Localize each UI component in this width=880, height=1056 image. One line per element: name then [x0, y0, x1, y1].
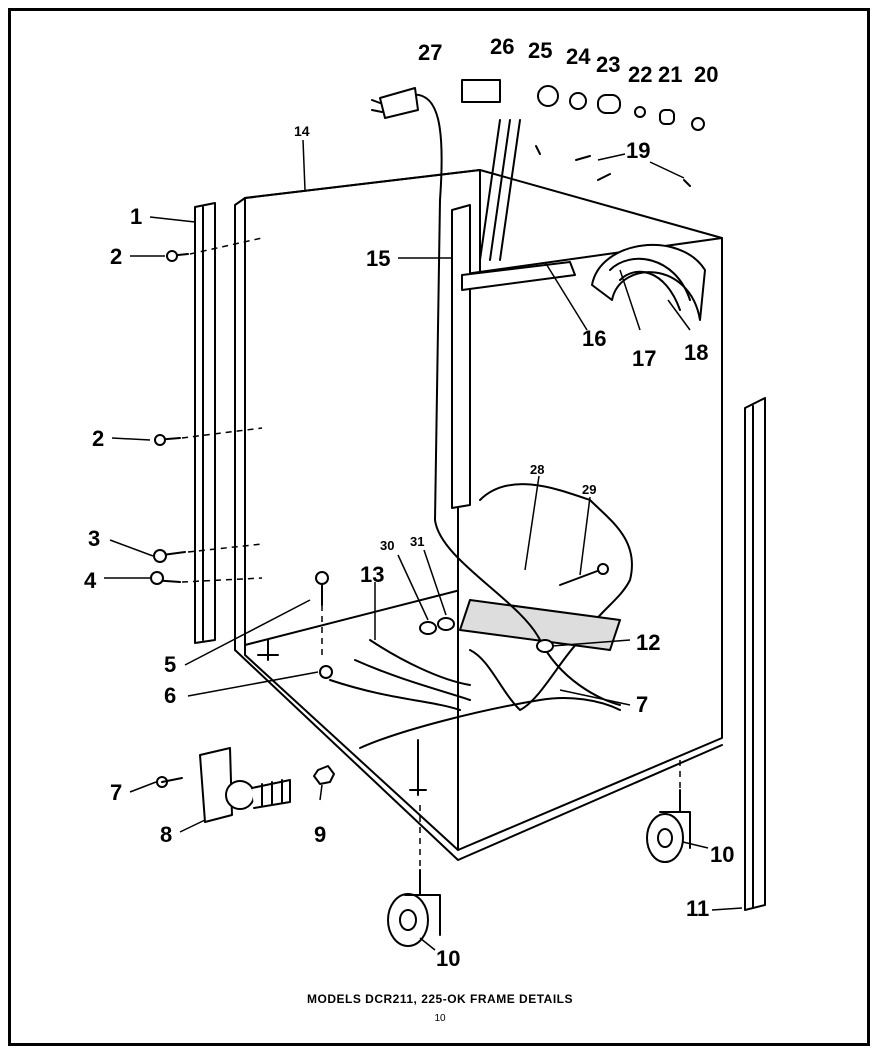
- callout-2-top: 2: [110, 244, 122, 269]
- base-channel: [459, 599, 621, 651]
- callout-28: 28: [530, 462, 544, 477]
- washer-24: [569, 92, 587, 110]
- callout-6: 6: [164, 683, 176, 708]
- grommet-25: [537, 85, 559, 107]
- callout-8: 8: [160, 822, 172, 847]
- callout-19: 19: [626, 138, 650, 163]
- washer-30: [419, 621, 437, 635]
- nut-6: [319, 665, 333, 679]
- callout-3: 3: [88, 526, 100, 551]
- callout-23: 23: [596, 52, 620, 77]
- power-cord: [409, 93, 621, 706]
- foot-rear: [257, 639, 279, 661]
- callout-30: 30: [380, 538, 394, 553]
- callout-10-bottom: 10: [436, 946, 460, 971]
- callout-5: 5: [164, 652, 176, 677]
- callout-4: 4: [84, 568, 97, 593]
- callout-7-left: 7: [110, 780, 122, 805]
- callout-15: 15: [366, 246, 390, 271]
- callout-20: 20: [694, 62, 718, 87]
- strain-relief: [461, 79, 501, 103]
- callout-9: 9: [314, 822, 326, 847]
- callout-14: 14: [294, 123, 310, 139]
- callout-11: 11: [686, 896, 709, 921]
- callout-26: 26: [490, 34, 514, 59]
- callout-2-mid: 2: [92, 426, 104, 451]
- washer-20: [691, 117, 705, 131]
- callout-25: 25: [528, 38, 552, 63]
- callout-31: 31: [410, 534, 424, 549]
- clamp-12: [536, 639, 554, 653]
- callout-13: 13: [360, 562, 384, 587]
- callout-21: 21: [658, 62, 682, 87]
- screws-19: [535, 145, 691, 187]
- washer-22: [634, 106, 646, 118]
- washer-31: [437, 617, 455, 631]
- diagram-caption: MODELS DCR211, 225-OK FRAME DETAILS: [307, 992, 573, 1006]
- caster-right: [646, 789, 691, 863]
- callout-7-right: 7: [636, 692, 648, 717]
- callout-29: 29: [582, 482, 596, 497]
- caster-bottom: [387, 869, 441, 947]
- switch-assembly: [199, 747, 291, 823]
- wire-bundle-13: [329, 639, 471, 711]
- callout-24: 24: [566, 44, 591, 69]
- nut-9: [313, 765, 335, 785]
- nut-21: [659, 109, 675, 125]
- callout-18: 18: [684, 340, 708, 365]
- callout-16: 16: [582, 326, 606, 351]
- cutaway-edge: [469, 483, 633, 711]
- cabinet-top-edge: [244, 169, 723, 239]
- side-rail-left: [194, 202, 216, 644]
- panel-16: [461, 261, 576, 291]
- callout-10-right: 10: [710, 842, 734, 867]
- callout-22: 22: [628, 62, 652, 87]
- callout-17: 17: [632, 346, 656, 371]
- bottom-cable: [359, 697, 621, 749]
- left-upright: [234, 197, 246, 651]
- callout-1: 1: [130, 204, 142, 229]
- cabinet-bottom-left: [234, 649, 723, 861]
- callout-12: 12: [636, 630, 660, 655]
- page-number: 10: [434, 1013, 446, 1024]
- cabinet-base: [244, 644, 459, 851]
- bushing-23: [597, 94, 621, 114]
- inner-divider: [451, 204, 471, 509]
- diagram-border: [8, 8, 870, 1046]
- plug: [379, 87, 419, 119]
- wire-harness: [479, 119, 521, 261]
- screw-29: [559, 569, 601, 586]
- callout-27: 27: [418, 40, 442, 65]
- side-rail-right: [744, 397, 766, 911]
- foot-front: [409, 739, 427, 796]
